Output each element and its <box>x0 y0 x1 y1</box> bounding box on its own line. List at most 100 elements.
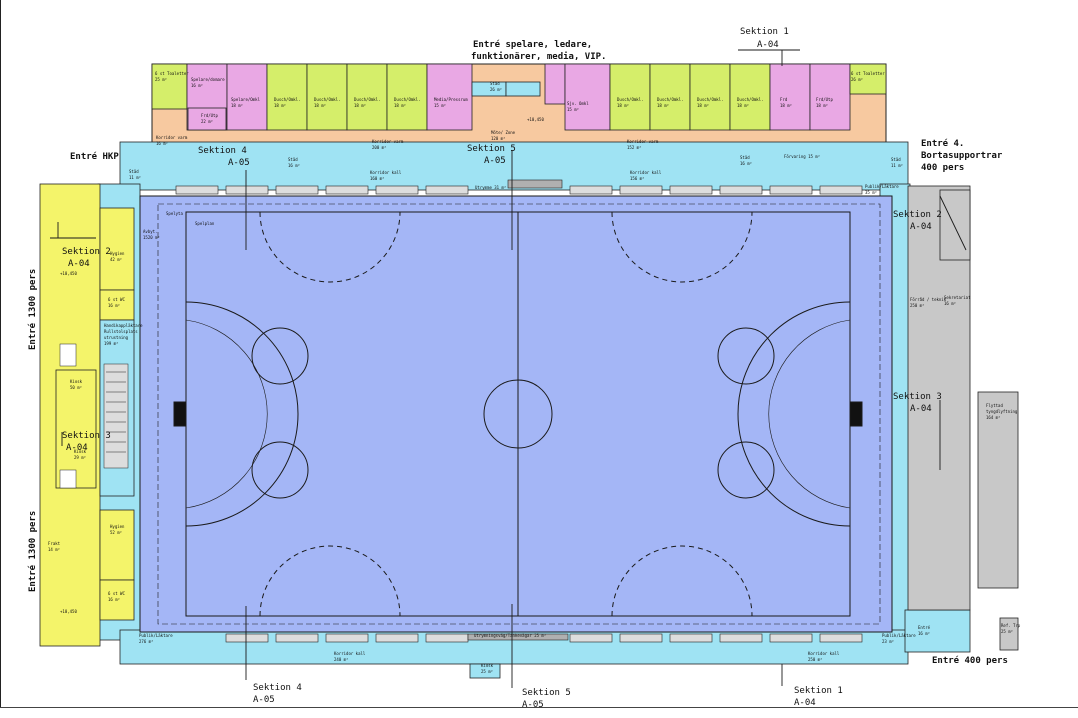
room-label: Utrymme 31 m² <box>475 185 507 190</box>
section-3-left: Sektion 3 <box>62 431 111 441</box>
room-label: Sekretariat <box>944 295 971 300</box>
room-area: 16 m² <box>740 161 753 166</box>
room-label: Korridor kall <box>370 170 402 175</box>
room-label: Hygien <box>110 524 125 529</box>
room-label: Förråd / teknik <box>910 297 947 302</box>
room-area: 276 m² <box>139 639 154 644</box>
section-1-top-ref: A-04 <box>757 40 779 50</box>
room-area: 15 m² <box>567 107 580 112</box>
entrance-hkp: Entré HKP <box>70 152 119 162</box>
room-area: 25 m² <box>481 669 494 674</box>
section-5-bottom: Sektion 5 <box>522 688 571 698</box>
room-area: 200 m² <box>372 145 387 150</box>
room-area: 18 m² <box>780 103 793 108</box>
room-label: Publik/Läktare <box>882 633 916 638</box>
room-area: 250 m² <box>808 657 823 662</box>
room-label: Dusch/Omkl. <box>737 97 764 102</box>
section-1-top: Sektion 1 <box>740 27 789 37</box>
room-area: 18 m² <box>697 103 710 108</box>
room-label: Spelyta <box>166 211 183 216</box>
room-area: 18 m² <box>737 103 750 108</box>
room-area: 120 m² <box>491 136 506 141</box>
room-label: Handikappläktare <box>104 323 143 328</box>
section-3-left-ref: A-04 <box>66 443 88 453</box>
room-area: 14 m² <box>48 547 61 552</box>
room-label: Utrymningsväg/Tankevägar 25 m² <box>474 633 547 638</box>
room-area: 152 m² <box>627 145 642 150</box>
room-label: Ref. Trp <box>1001 623 1021 628</box>
room-area: 35 m² <box>865 190 878 195</box>
entrance-4-line1: Entré 4. <box>921 139 965 149</box>
room-label: Frd/Utp <box>816 97 833 102</box>
room-area: 18 m² <box>394 103 407 108</box>
room-label: Städ <box>490 81 500 86</box>
section-4-bottom: Sektion 4 <box>253 683 302 693</box>
room-area: 18 m² <box>816 103 829 108</box>
right-stand <box>907 185 1019 651</box>
room-area: 16 m² <box>156 141 169 146</box>
room-area: 18 m² <box>231 103 244 108</box>
room-label: Frd/Utp <box>201 113 218 118</box>
section-3-right-ref: A-04 <box>910 404 932 414</box>
section-3-right: Sektion 3 <box>893 392 942 402</box>
room-area: 18 m² <box>617 103 630 108</box>
room-label: Hygien <box>110 251 125 256</box>
entrance-4-line2: Bortasupportrar <box>921 151 1003 161</box>
room-label: Städ <box>891 157 901 162</box>
room-label: Media/Pressrum <box>434 97 468 102</box>
section-2-right-ref: A-04 <box>910 222 932 232</box>
room-label: Avbyt. <box>143 229 158 234</box>
room-area: 199 m² <box>104 341 119 346</box>
room-label: Publik/Läktare <box>139 633 173 638</box>
room-area: 16 m² <box>108 597 121 602</box>
drawing-frame-left <box>0 0 1 707</box>
room-label: 6 st Toaletter <box>155 71 189 76</box>
room-label: Kiosk <box>481 663 494 668</box>
room-label: Dusch/Omkl. <box>657 97 684 102</box>
room-label: Förvaring 15 m² <box>784 154 821 159</box>
room-area: 16 m² <box>108 303 121 308</box>
room-area: 11 m² <box>891 163 904 168</box>
room-label: utrustning <box>104 335 129 340</box>
bench-rows <box>175 179 863 643</box>
section-5-top: Sektion 5 <box>467 144 516 154</box>
room-area: 156 m² <box>630 176 645 181</box>
room-area: 29 m² <box>74 455 87 460</box>
room-label: Spelare/Omkl <box>231 97 260 102</box>
section-4-top: Sektion 4 <box>198 146 247 156</box>
room-area: 160 m² <box>370 176 385 181</box>
level-marker: +10,450 <box>60 609 77 614</box>
room-label: Frakt <box>48 541 61 546</box>
room-label: Möte/ Zone <box>491 130 516 135</box>
section-4-top-ref: A-05 <box>228 158 250 168</box>
room-label: Kiosk <box>70 379 83 384</box>
left-stand <box>39 183 135 647</box>
room-area: 26 m² <box>851 77 864 82</box>
room-area: 16 m² <box>944 301 957 306</box>
room-area: 42 m² <box>110 257 123 262</box>
room-label: 6 st WC <box>108 297 125 302</box>
room-area: 18 m² <box>657 103 670 108</box>
level-marker: +10,450 <box>527 117 544 122</box>
room-label: Dusch/Omkl. <box>314 97 341 102</box>
room-label: Dusch/Omkl. <box>274 97 301 102</box>
room-area: 52 m² <box>110 530 123 535</box>
level-marker: +10,450 <box>60 271 77 276</box>
room-area: 18 m² <box>354 103 367 108</box>
section-2-left-ref: A-04 <box>68 259 90 269</box>
room-label: Korridor kall <box>630 170 662 175</box>
room-label: Dusch/Omkl. <box>354 97 381 102</box>
room-label: Rullstolsplats <box>104 329 138 334</box>
court <box>139 195 893 633</box>
room-label: 6 st WC <box>108 591 125 596</box>
room-label: Kiosk <box>74 449 87 454</box>
room-label: Dusch/Omkl. <box>394 97 421 102</box>
room-area: 18 m² <box>314 103 327 108</box>
entrance-left-top: Entré 1300 pers <box>28 268 38 350</box>
room-label: Dusch/Omkl. <box>617 97 644 102</box>
entrance-left-bottom: Entré 1300 pers <box>28 510 38 592</box>
room-area: 26 m² <box>490 87 503 92</box>
room-area: 16 m² <box>191 83 204 88</box>
drawing-frame-bottom <box>0 707 1078 708</box>
